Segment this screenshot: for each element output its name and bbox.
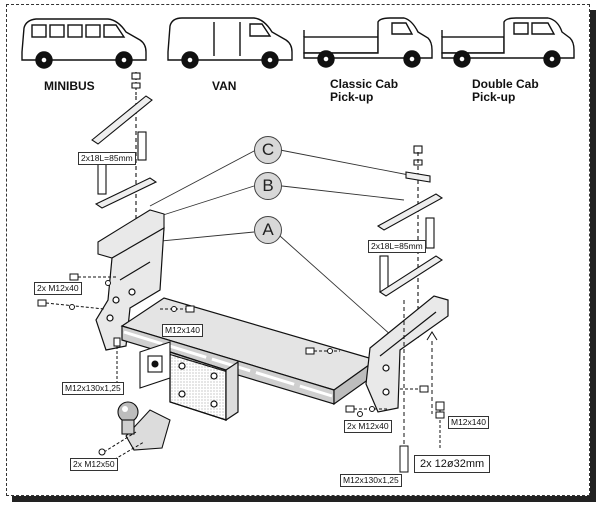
double-cab-pickup-icon (441, 17, 575, 68)
tag-bolt-right: M12x140 (448, 416, 489, 429)
left-side-arm (95, 226, 165, 351)
tag-bolt-right-long: M12x130x1,25 (340, 474, 402, 487)
vehicle-label-double-cab: Double Cab Pick-up (472, 77, 539, 104)
left-bolts (37, 273, 195, 384)
minibus-icon (21, 18, 147, 69)
tag-spacers: 2x 12ø32mm (414, 455, 491, 473)
tow-ball (117, 401, 171, 451)
left-bracket-stack (91, 72, 165, 270)
tag-ball-bolts: 2x M12x50 (70, 458, 118, 471)
tag-bracket-right: 2x18L=85mm (368, 240, 426, 253)
callout-a: A (254, 216, 282, 244)
tag-bolt-center: M12x140 (162, 324, 203, 337)
callout-c: C (254, 136, 282, 164)
tag-bolt-left-side: 2x M12x40 (34, 282, 82, 295)
center-mount-plate (169, 351, 239, 422)
socket-plate (139, 341, 171, 389)
classic-cab-pickup-icon (303, 17, 433, 68)
vehicle-label-classic-cab: Classic Cab Pick-up (330, 77, 399, 104)
tag-bracket-left: 2x18L=85mm (78, 152, 136, 165)
vehicle-label-van: VAN (212, 79, 237, 93)
van-icon (167, 17, 293, 69)
leader-lines (109, 149, 415, 337)
vehicle-label-minibus: MINIBUS (44, 79, 95, 93)
tag-bolt-right-side: 2x M12x40 (344, 420, 392, 433)
tag-bolt-left-long: M12x130x1,25 (62, 382, 124, 395)
right-side-arm (365, 295, 449, 413)
callout-b: B (254, 172, 282, 200)
crossbar (120, 297, 378, 406)
right-bolts (305, 300, 445, 473)
